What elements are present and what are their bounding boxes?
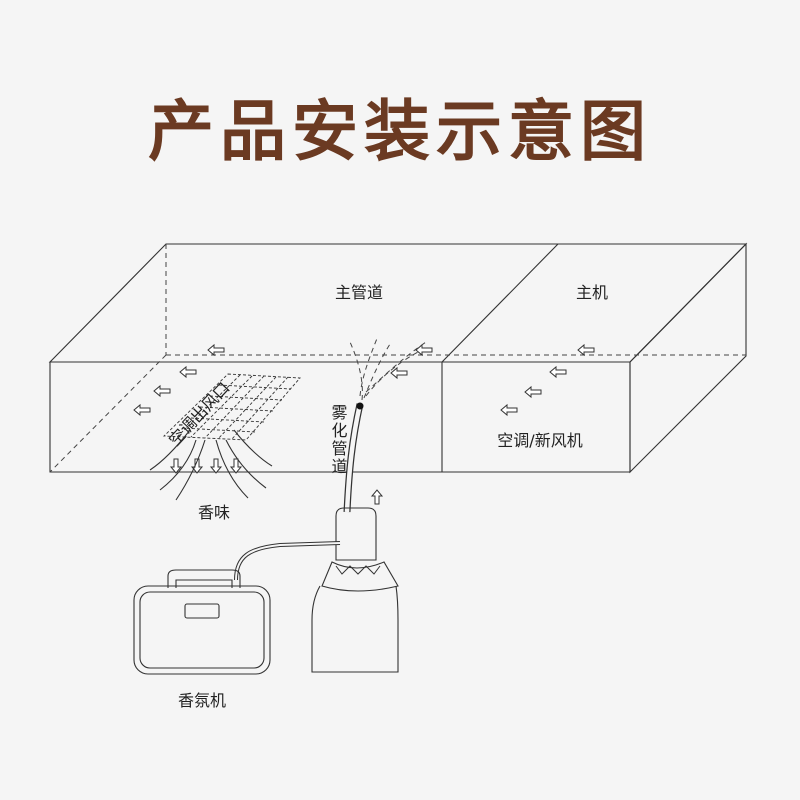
- diffuser-machine: [133, 569, 271, 675]
- pipe-nozzle: [356, 402, 364, 410]
- machine-handle: [167, 569, 241, 588]
- scent-down-arrows: [169, 458, 243, 474]
- atomizer-pipe: [343, 335, 427, 513]
- host-label: 主机: [576, 283, 608, 302]
- arrow-left-icon: [153, 384, 171, 398]
- ac-vent-grid: 空调出风口: [162, 373, 301, 450]
- atomizer-pipe-label: 雾化管道: [329, 404, 348, 476]
- diffuser-bottle: [311, 507, 399, 673]
- ac-fan-label: 空调/新风机: [497, 431, 582, 450]
- bottle-cap: [335, 507, 377, 561]
- host-top-divider: [441, 243, 559, 363]
- hidden-edge: [49, 354, 167, 473]
- duct-box: [48, 242, 748, 474]
- arrow-left-icon: [549, 365, 567, 379]
- page-title: 产品安装示意图: [148, 93, 652, 170]
- arrow-left-icon: [179, 365, 197, 379]
- arrow-left-icon: [390, 366, 408, 380]
- arrow-down-icon: [169, 458, 183, 474]
- duct-right-face: [629, 242, 747, 474]
- arrow-left-icon: [500, 403, 518, 417]
- machine-body: [133, 585, 271, 675]
- diffuser-label: 香氛机: [178, 691, 226, 710]
- arrow-left-icon: [415, 343, 433, 357]
- main-duct-label: 主管道: [335, 283, 383, 302]
- duct-top-face: [48, 243, 748, 363]
- arrow-left-icon: [577, 343, 595, 357]
- scent-flow-lines: [149, 429, 273, 501]
- scent-label: 香味: [198, 503, 230, 522]
- machine-display: [184, 603, 220, 619]
- arrow-up-icon: [370, 489, 384, 505]
- airflow-arrows: [133, 343, 595, 417]
- arrow-down-icon: [209, 458, 223, 474]
- arrow-left-icon: [207, 343, 225, 357]
- arrow-left-icon: [133, 403, 151, 417]
- bottle-body: [311, 585, 399, 673]
- arrow-left-icon: [524, 385, 542, 399]
